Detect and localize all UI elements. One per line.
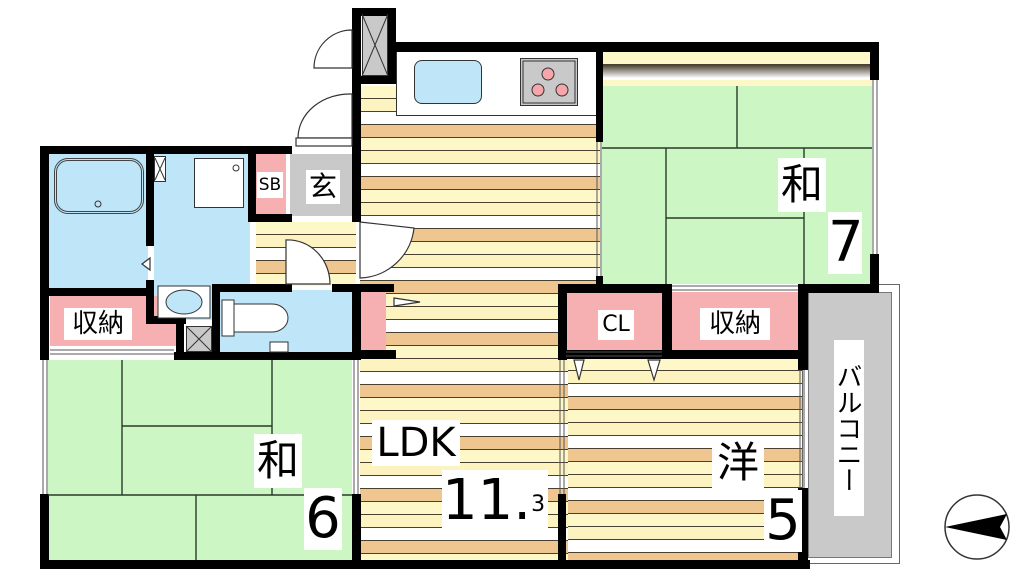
wall [40,494,49,568]
bathtub-icon [54,158,144,214]
wall [798,284,879,293]
wall [558,284,672,293]
wall [352,76,396,84]
hall-closet-area [360,292,386,352]
room-size-washitsu-6: 6 [304,486,342,551]
wall [146,146,154,246]
room-size-washitsu-7: 7 [828,210,864,275]
washer-pan [194,158,244,208]
wall [596,276,603,286]
wall [252,214,292,222]
wall [798,284,808,370]
sink-icon [414,60,482,104]
room-label-balcony: バルコニー [832,340,864,516]
wall [286,146,292,154]
wall [332,284,394,292]
wash7-top-strip [602,52,872,86]
wall [40,146,49,360]
wall [662,284,672,358]
stove-icon [520,58,578,106]
wall [40,288,154,296]
room-size-ldk-main: 11. [442,468,532,533]
room-label-ldk: LDK [372,420,460,466]
wall [212,284,220,360]
wall [176,320,184,360]
wall [40,560,810,569]
room-label-genkan: 玄 [306,170,340,204]
room-label-closet: CL [598,310,634,340]
wall [248,146,256,154]
wall [596,42,603,142]
room-label-washitsu-6: 和 [254,434,302,488]
room-size-ldk-sup: 3 [531,492,546,517]
wall [146,316,186,324]
wall [558,284,567,360]
wall [558,494,566,568]
wall [870,254,879,292]
wall [352,8,396,16]
room-label-storage-right: 収納 [700,308,770,340]
wall [40,146,290,154]
room-size-youshitsu: 5 [764,488,802,553]
wall [174,352,360,360]
compass-circle [944,494,1010,560]
wall [352,494,361,568]
wall [558,350,808,359]
wall [352,8,361,222]
room-size-ldk: 11.3 [442,470,548,532]
wall [352,350,396,359]
wall [212,284,292,292]
room-label-washitsu-7: 和 [778,158,826,212]
room-label-storage-left: 収納 [64,308,132,340]
wall [870,42,879,80]
room-label-shoe-box: SB [257,172,283,198]
wall [146,280,154,320]
wall [798,488,808,568]
wall [352,284,361,360]
wall [388,42,878,52]
room-label-youshitsu: 洋 [712,436,764,490]
wall [248,146,256,222]
